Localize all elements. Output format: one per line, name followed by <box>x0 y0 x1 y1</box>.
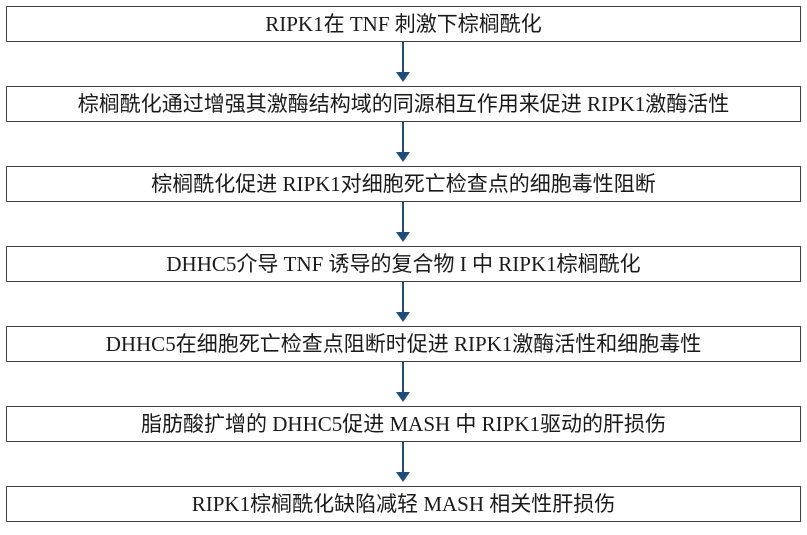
down-arrow-icon <box>396 282 410 322</box>
step-text-1: RIPK1在 TNF 刺激下棕榈酰化 <box>265 11 542 36</box>
down-arrow-icon <box>396 442 410 482</box>
step-text-3: 棕榈酰化促进 RIPK1对细胞死亡检查点的细胞毒性阻断 <box>151 171 656 196</box>
step-text-5: DHHC5在细胞死亡检查点阻断时促进 RIPK1激酶活性和细胞毒性 <box>105 331 702 356</box>
step-box-7: RIPK1棕榈酰化缺陷减轻 MASH 相关性肝损伤 <box>6 486 801 522</box>
down-arrow-icon <box>396 202 410 242</box>
down-arrow-icon <box>396 42 410 82</box>
step-text-6: 脂肪酸扩增的 DHHC5促进 MASH 中 RIPK1驱动的肝损伤 <box>140 411 667 436</box>
step-box-2: 棕榈酰化通过增强其激酶结构域的同源相互作用来促进 RIPK1激酶活性 <box>6 86 801 122</box>
step-box-4: DHHC5介导 TNF 诱导的复合物 I 中 RIPK1棕榈酰化 <box>6 246 801 282</box>
step-box-5: DHHC5在细胞死亡检查点阻断时促进 RIPK1激酶活性和细胞毒性 <box>6 326 801 362</box>
down-arrow-icon <box>396 362 410 402</box>
step-box-6: 脂肪酸扩增的 DHHC5促进 MASH 中 RIPK1驱动的肝损伤 <box>6 406 801 442</box>
down-arrow-icon <box>396 122 410 162</box>
step-box-3: 棕榈酰化促进 RIPK1对细胞死亡检查点的细胞毒性阻断 <box>6 166 801 202</box>
step-box-1: RIPK1在 TNF 刺激下棕榈酰化 <box>6 6 801 42</box>
step-text-4: DHHC5介导 TNF 诱导的复合物 I 中 RIPK1棕榈酰化 <box>166 251 641 276</box>
step-text-7: RIPK1棕榈酰化缺陷减轻 MASH 相关性肝损伤 <box>191 491 616 516</box>
step-text-2: 棕榈酰化通过增强其激酶结构域的同源相互作用来促进 RIPK1激酶活性 <box>77 91 730 116</box>
